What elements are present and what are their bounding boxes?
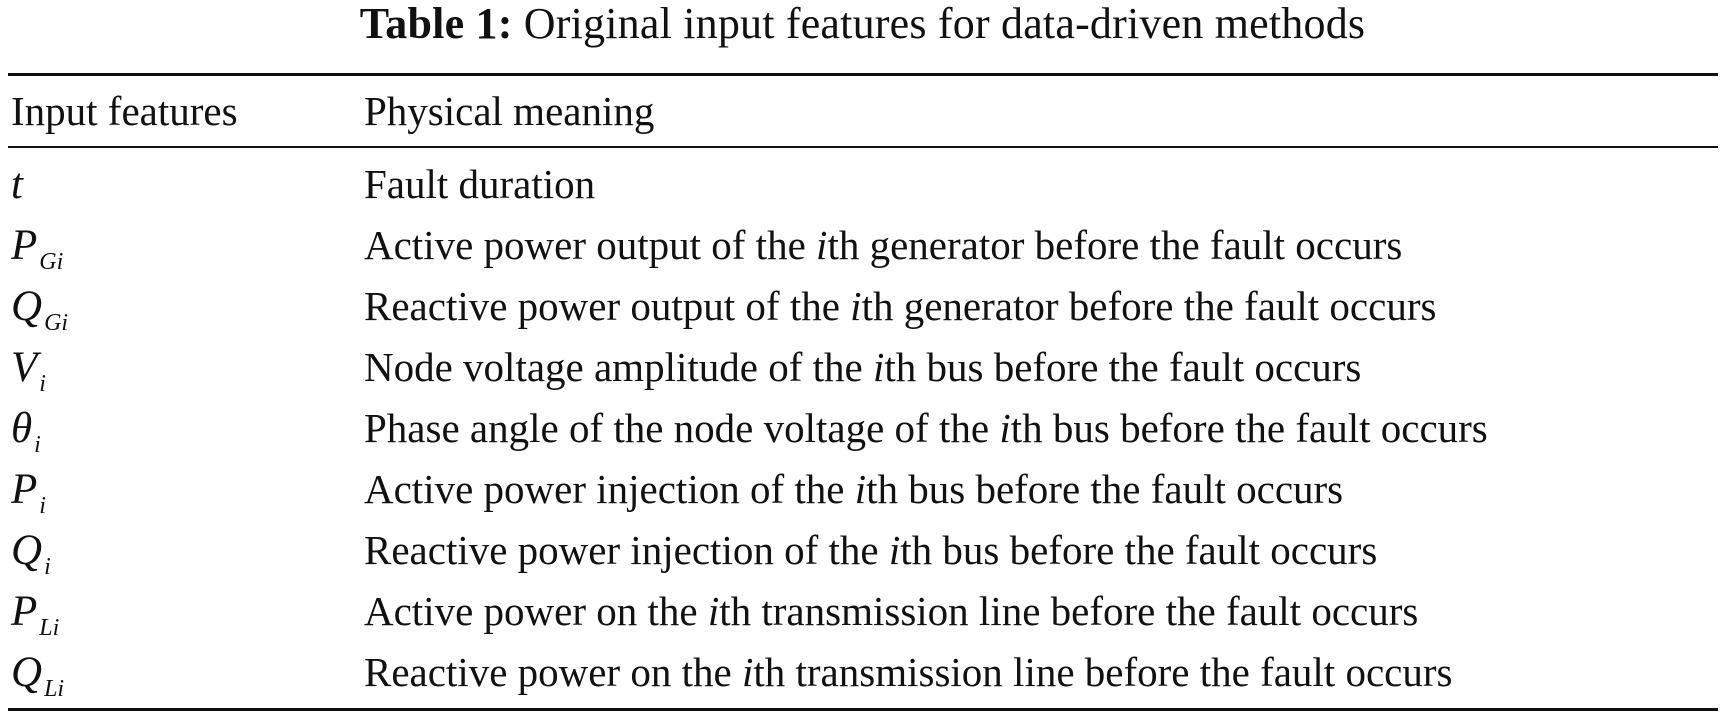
symbol-base: V <box>11 344 38 391</box>
meaning-italic-index: i <box>741 649 754 695</box>
meaning-italic-index: i <box>850 283 862 329</box>
feature-meaning: Reactive power on the ith transmission l… <box>364 646 1452 698</box>
meaning-text: Node voltage amplitude of the <box>364 344 873 390</box>
meaning-text-rest: th bus before the fault occurs <box>884 344 1362 390</box>
header-physical-meaning: Physical meaning <box>364 88 655 134</box>
symbol-base: t <box>11 161 23 208</box>
feature-symbol: Pi <box>11 463 46 532</box>
meaning-text: Reactive power on the <box>364 649 742 695</box>
table-bottom-rule <box>8 708 1718 711</box>
feature-meaning: Fault duration <box>364 158 595 210</box>
meaning-text-rest: th generator before the fault occurs <box>861 283 1437 329</box>
symbol-base: P <box>11 588 38 635</box>
feature-meaning: Reactive power injection of the ith bus … <box>364 524 1377 576</box>
symbol-base: P <box>11 222 38 269</box>
feature-meaning: Active power output of the ith generator… <box>364 219 1402 271</box>
symbol-subscript: i <box>34 432 41 458</box>
meaning-text: Active power injection of the <box>364 466 855 512</box>
table-row: QLi Reactive power on the ith transmissi… <box>8 646 1718 707</box>
table-caption-label: Table 1: <box>359 0 513 48</box>
feature-symbol: QLi <box>11 646 64 715</box>
feature-symbol: Vi <box>11 341 46 410</box>
table-row: PGi Active power output of the ith gener… <box>8 219 1718 280</box>
feature-meaning: Node voltage amplitude of the ith bus be… <box>364 341 1361 393</box>
symbol-base: P <box>11 466 38 513</box>
feature-meaning: Active power injection of the ith bus be… <box>364 463 1343 515</box>
table-header-row: Input features Physical meaning <box>8 85 1718 137</box>
symbol-base: θ <box>11 405 33 452</box>
symbol-subscript: Gi <box>39 249 64 275</box>
meaning-text: Fault duration <box>364 161 596 207</box>
feature-meaning: Reactive power output of the ith generat… <box>364 280 1436 332</box>
feature-symbol: QGi <box>11 280 68 349</box>
meaning-italic-index: i <box>854 466 867 512</box>
meaning-italic-index: i <box>999 405 1011 451</box>
table-caption: Table 1: Original input features for dat… <box>0 0 1725 48</box>
table-row: Vi Node voltage amplitude of the ith bus… <box>8 341 1718 402</box>
table-row: PLi Active power on the ith transmission… <box>8 585 1718 646</box>
table-row: Qi Reactive power injection of the ith b… <box>8 524 1718 585</box>
symbol-base: Q <box>11 649 43 696</box>
meaning-text-rest: th bus before the fault occurs <box>1010 405 1488 451</box>
meaning-text-rest: th transmission line before the fault oc… <box>753 649 1453 695</box>
table-row: t Fault duration <box>8 158 1718 219</box>
feature-meaning: Phase angle of the node voltage of the i… <box>364 402 1488 454</box>
meaning-text: Phase angle of the node voltage of the <box>364 405 1000 451</box>
symbol-base: Q <box>11 527 43 574</box>
symbol-subscript: i <box>44 554 51 580</box>
table-row: θi Phase angle of the node voltage of th… <box>8 402 1718 463</box>
meaning-text: Active power output of the <box>364 222 817 268</box>
feature-symbol: PLi <box>11 585 59 654</box>
meaning-italic-index: i <box>816 222 828 268</box>
symbol-subscript: i <box>39 493 46 519</box>
meaning-text: Reactive power output of the <box>364 283 851 329</box>
meaning-text: Reactive power injection of the <box>364 527 889 573</box>
meaning-text-rest: th transmission line before the fault oc… <box>719 588 1419 634</box>
feature-meaning: Active power on the ith transmission lin… <box>364 585 1418 637</box>
table-row: QGi Reactive power output of the ith gen… <box>8 280 1718 341</box>
table-top-rule <box>8 73 1718 76</box>
header-input-features: Input features <box>11 88 238 134</box>
meaning-text-rest: th bus before the fault occurs <box>900 527 1378 573</box>
symbol-subscript: i <box>39 371 46 397</box>
symbol-subscript: Li <box>44 676 65 702</box>
feature-symbol: t <box>11 158 25 227</box>
feature-symbol: θi <box>11 402 41 471</box>
meaning-text-rest: th bus before the fault occurs <box>866 466 1344 512</box>
meaning-italic-index: i <box>707 588 720 634</box>
meaning-italic-index: i <box>888 527 901 573</box>
table-caption-text: Original input features for data-driven … <box>523 0 1366 48</box>
symbol-subscript: Li <box>39 615 60 641</box>
feature-symbol: PGi <box>11 219 63 288</box>
table-row: Pi Active power injection of the ith bus… <box>8 463 1718 524</box>
meaning-text: Active power on the <box>364 588 708 634</box>
table-body: t Fault duration PGi Active power output… <box>8 158 1718 707</box>
table-header-rule <box>8 146 1718 148</box>
feature-symbol: Qi <box>11 524 51 593</box>
meaning-text-rest: th generator before the fault occurs <box>827 222 1403 268</box>
meaning-italic-index: i <box>872 344 885 390</box>
symbol-base: Q <box>11 283 43 330</box>
symbol-subscript: Gi <box>44 310 69 336</box>
